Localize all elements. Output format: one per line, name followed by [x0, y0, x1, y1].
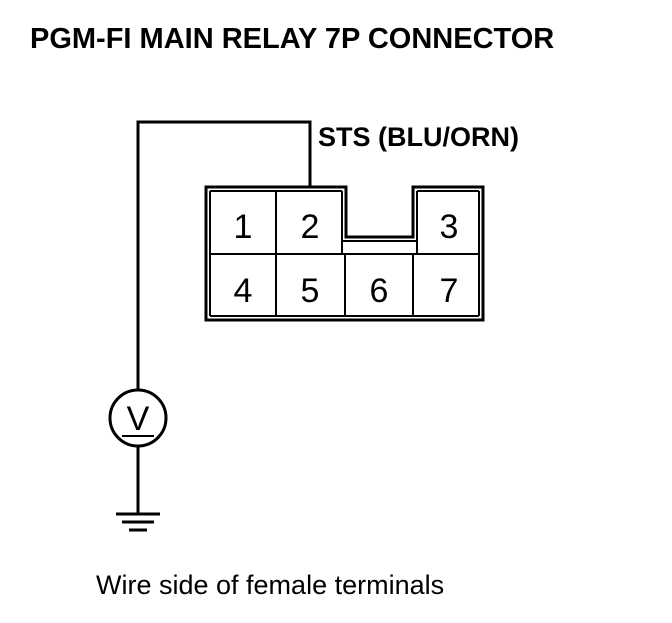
test-lead-wire	[136, 120, 312, 391]
voltmeter-icon: V	[108, 388, 168, 448]
diagram-title: PGM-FI MAIN RELAY 7P CONNECTOR	[30, 23, 554, 55]
pin-2-label: 2	[301, 208, 320, 246]
pin-3-label: 3	[440, 208, 459, 246]
wire-color-label: STS (BLU/ORN)	[318, 122, 519, 152]
ground-icon	[116, 512, 160, 532]
diagram-caption: Wire side of female terminals	[96, 570, 444, 600]
connector-7p: 1 2 3 4 5 6 7	[204, 185, 485, 322]
pin-1-label: 1	[234, 208, 253, 246]
pin-4-label: 4	[234, 272, 253, 310]
voltmeter-symbol: V	[127, 400, 150, 438]
pin-7-label: 7	[440, 272, 459, 310]
pin-6-label: 6	[370, 272, 389, 310]
pin-5-label: 5	[301, 272, 320, 310]
